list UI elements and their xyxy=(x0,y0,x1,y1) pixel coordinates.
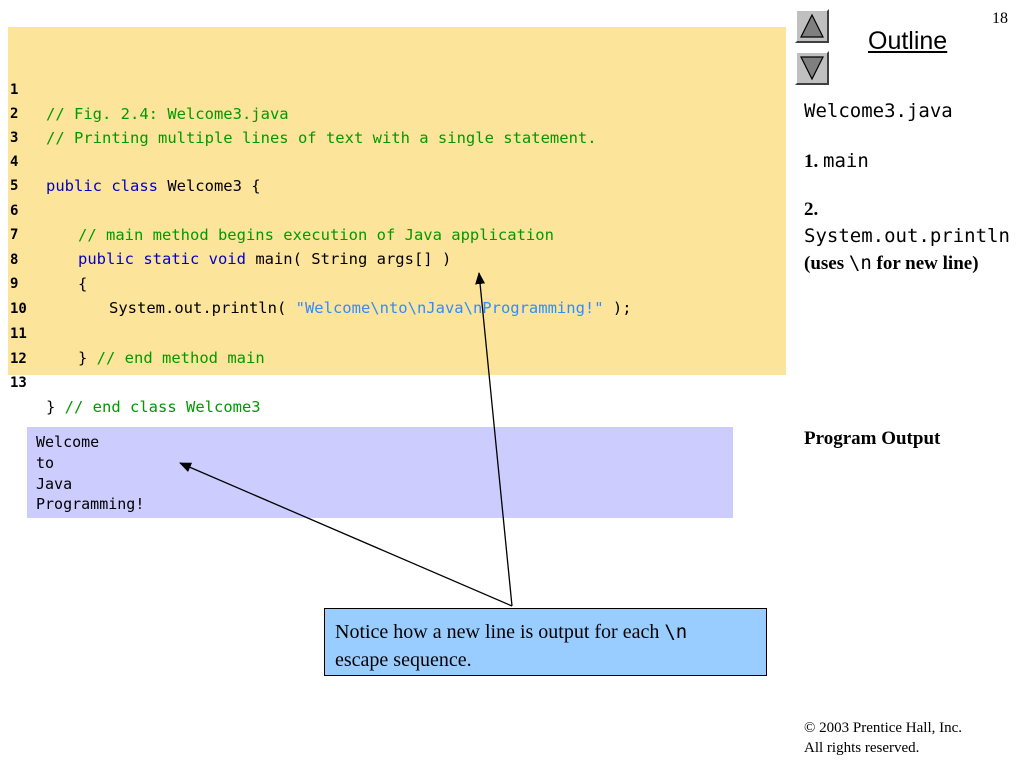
code-brace: } xyxy=(46,398,56,416)
code-line: 8 { xyxy=(8,224,87,293)
output-line: Welcome xyxy=(36,433,100,451)
code-line: 6 // main method begins execution of Jav… xyxy=(8,175,554,244)
callout-text: Notice how a new line is output for each xyxy=(335,621,665,643)
code-line: 11 } // end method main xyxy=(8,298,265,367)
outline-item-main: 1. main xyxy=(804,148,1020,175)
slide-number: 18 xyxy=(992,10,1008,27)
code-string: "Welcome\nto\nJava\nProgramming!" xyxy=(295,299,604,317)
output-line: to xyxy=(36,454,55,472)
outline-list: Welcome3.java 1. main 2. System.out.prin… xyxy=(804,96,1020,277)
line-number: 12 xyxy=(10,351,27,367)
outline-item-text: for new line) xyxy=(871,253,979,274)
code-line: 12 xyxy=(8,323,45,367)
code-text: public static void main( String args[] ) xyxy=(78,247,451,271)
triangle-down-icon xyxy=(800,56,824,81)
callout-escape: \n xyxy=(664,621,688,643)
code-text: System.out.println( xyxy=(109,299,296,317)
code-brace: } xyxy=(78,349,88,367)
outline-item-println: 2. System.out.println (uses \n for new l… xyxy=(804,197,1020,277)
line-number: 13 xyxy=(10,375,27,391)
code-text: System.out.println( "Welcome\nto\nJava\n… xyxy=(109,296,632,320)
code-comment: // main method begins execution of Java … xyxy=(78,226,554,244)
outline-item-number: 1. xyxy=(804,151,819,172)
triangle-up-icon xyxy=(800,13,824,38)
outline-item-code: main xyxy=(823,150,869,172)
callout-box: Notice how a new line is output for each… xyxy=(324,608,767,676)
output-line: Programming! xyxy=(36,495,145,513)
code-keyword: public class xyxy=(46,177,158,195)
line-number: 4 xyxy=(10,154,19,170)
line-number: 10 xyxy=(10,301,27,317)
line-number: 3 xyxy=(10,130,19,146)
code-text: { xyxy=(78,275,88,293)
code-text: ); xyxy=(603,299,632,317)
previous-slide-button[interactable] xyxy=(795,9,829,43)
line-number: 9 xyxy=(10,276,19,292)
code-comment: // Fig. 2.4: Welcome3.java xyxy=(46,105,289,123)
copyright-symbol: © xyxy=(804,720,816,736)
code-keyword: public static void xyxy=(78,250,246,268)
code-comment: // end class Welcome3 xyxy=(55,398,261,416)
outline-item-number: 2. xyxy=(804,199,819,220)
outline-program-output: Program Output xyxy=(804,428,941,449)
code-line: 3 xyxy=(8,102,45,146)
line-number: 2 xyxy=(10,106,19,122)
output-line: Java xyxy=(36,475,73,493)
code-panel: 1 // Fig. 2.4: Welcome3.java 2 // Printi… xyxy=(8,27,786,416)
outline-link[interactable]: Outline xyxy=(868,27,948,55)
copyright-line: All rights reserved. xyxy=(804,740,920,756)
code-text: main( String args[] ) xyxy=(245,250,452,268)
code-line: 9 System.out.println( "Welcome\nto\nJava… xyxy=(8,248,632,317)
code-text: Welcome3 { xyxy=(157,177,261,195)
copyright-notice: © 2003 Prentice Hall, Inc. All rights re… xyxy=(804,718,962,758)
code-line: 4 public class Welcome3 { xyxy=(8,126,261,195)
outline-item-code: System.out.println xyxy=(804,225,1010,247)
code-line: 13 } // end class Welcome3 xyxy=(8,347,261,416)
copyright-line: 2003 Prentice Hall, Inc. xyxy=(815,720,963,736)
code-line: 10 xyxy=(8,273,45,317)
code-text: } // end method main xyxy=(78,346,265,370)
line-number: 7 xyxy=(10,227,19,243)
code-line: 7 public static void main( String args[]… xyxy=(8,199,451,268)
line-number: 8 xyxy=(10,252,19,268)
callout-text: escape sequence. xyxy=(335,649,472,671)
code-text: public class Welcome3 { xyxy=(46,174,261,198)
line-number: 1 xyxy=(10,82,19,98)
next-slide-button[interactable] xyxy=(795,51,829,85)
code-comment: // Printing multiple lines of text with … xyxy=(46,129,597,147)
outline-file-name: Welcome3.java xyxy=(804,100,953,122)
line-number: 5 xyxy=(10,178,19,194)
code-text: } // end class Welcome3 xyxy=(46,395,261,419)
code-line: 5 xyxy=(8,150,45,194)
line-number: 11 xyxy=(10,326,27,342)
outline-item-escape: \n xyxy=(848,252,872,274)
code-line: 2 // Printing multiple lines of text wit… xyxy=(8,78,597,147)
line-number: 6 xyxy=(10,203,19,219)
code-line: 1 // Fig. 2.4: Welcome3.java xyxy=(8,54,289,123)
program-output-panel: Welcome to Java Programming! xyxy=(27,427,733,518)
outline-item-text: (uses xyxy=(804,253,849,274)
code-comment: // end method main xyxy=(87,349,265,367)
